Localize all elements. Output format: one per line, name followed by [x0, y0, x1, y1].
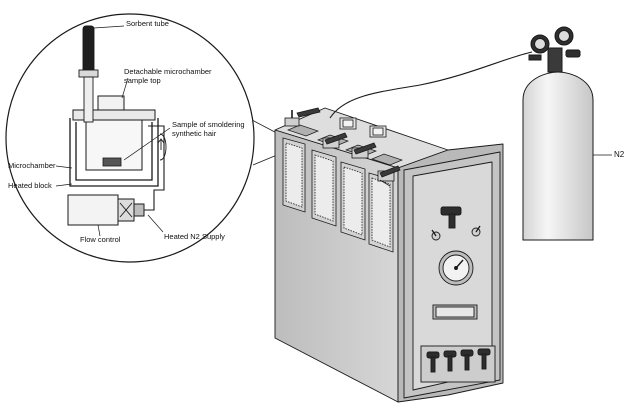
microchamber-module-3: [340, 161, 366, 241]
label-sample-line2: synthetic hair: [172, 129, 217, 138]
label-sorbent-tube: Sorbent tube: [126, 19, 169, 28]
label-sample-top-line2: sample top: [124, 76, 161, 85]
label-microchamber: Microchamber: [8, 161, 56, 170]
chamber-top-2: [322, 117, 357, 149]
zoom-detail-circle: [5, 13, 255, 263]
toggle-switch-right: [471, 225, 481, 237]
pressure-gauge-icon: [438, 250, 474, 286]
control-panel: [420, 206, 496, 383]
pressure-regulator-icon: [528, 26, 581, 73]
toggle-switch-left: [431, 229, 441, 241]
flow-knob-1: [426, 351, 440, 373]
chamber-top-4: [377, 165, 401, 187]
n2-supply-hose: [329, 51, 533, 119]
microchamber-module-1: [282, 137, 306, 213]
flow-control-unit: [67, 194, 145, 226]
flow-arrows: [157, 133, 167, 161]
sorbent-tube: [78, 25, 99, 123]
label-sample-top-line1: Detachable microchamber: [124, 67, 212, 76]
chamber-top-3: [351, 125, 387, 159]
flow-knob-3: [460, 349, 474, 371]
flow-knob-2: [443, 350, 457, 372]
label-n2: N2: [614, 150, 625, 159]
microchamber-module-4: [368, 172, 394, 253]
flow-knob-4: [477, 348, 491, 370]
chamber-tops: [284, 107, 401, 187]
n2-supply-pipe: [144, 125, 165, 211]
microchamber-module-2: [311, 149, 337, 227]
hair-sample: [102, 157, 122, 167]
gas-cylinder-icon: [522, 26, 612, 241]
label-flow-control: Flow control: [80, 235, 121, 244]
display-window: [432, 304, 478, 320]
chamber-top-1: [284, 107, 321, 127]
heated-block-cabinet: [274, 107, 504, 403]
main-valve-knob: [440, 206, 462, 229]
heated-block-outline: [69, 118, 159, 187]
cylinder-body: [522, 71, 594, 241]
label-heated-n2-supply: Heated N2 Supply: [164, 232, 225, 241]
sample-top-lid: [72, 95, 156, 121]
flow-control-knobs: [420, 345, 496, 383]
label-heated-block: Heated block: [8, 181, 52, 190]
label-leader-lines: [55, 25, 171, 237]
label-sample-line1: Sample of smoldering: [172, 120, 245, 129]
